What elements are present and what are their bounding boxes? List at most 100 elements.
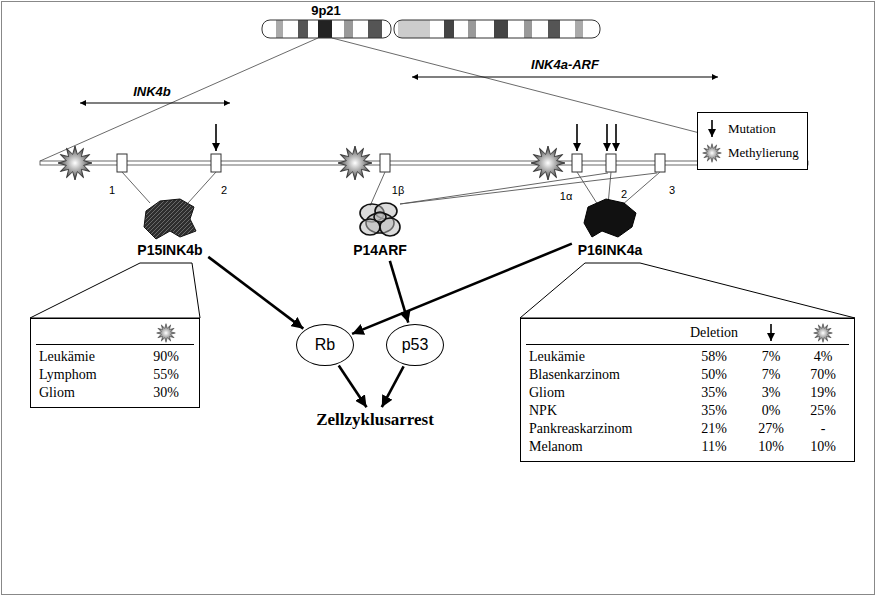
table-value: 25% [797, 402, 849, 420]
mutation-icon [711, 120, 713, 137]
protein-shape [350, 197, 410, 241]
table-value: 19% [797, 384, 849, 402]
splice-line [577, 172, 598, 205]
table-row-label: Lymphom [36, 366, 138, 384]
splice-line [622, 172, 660, 205]
pathway-arrow [208, 257, 303, 329]
table-value: 21% [683, 420, 745, 438]
mutation-arrow [215, 124, 217, 151]
exon [211, 154, 221, 172]
protein-shape [374, 212, 386, 222]
methylation-icon [703, 144, 722, 163]
chromosome [368, 20, 382, 38]
protein-node: P16INK4a [574, 197, 647, 259]
table-value: 4% [797, 348, 849, 366]
exon-number: 1β [392, 184, 404, 196]
protein-shape [140, 197, 200, 241]
splice-line [400, 173, 608, 204]
legend-row: Mutation [702, 117, 799, 141]
table-header: Deletion [683, 322, 745, 345]
table-value: 10% [797, 438, 849, 456]
table-row-label: NPK [526, 402, 683, 420]
zoom-lines [40, 38, 808, 161]
protein-shape [360, 203, 400, 236]
gene-span-arrow [412, 76, 718, 77]
protein-label: p53 [402, 336, 429, 354]
chromosome [575, 20, 583, 38]
table-value: 27% [745, 420, 797, 438]
table-row-label: Blasenkarzinom [526, 366, 683, 384]
mutation-icon [702, 119, 722, 139]
pathway-arrow [339, 366, 367, 408]
zoom-lines [40, 38, 318, 161]
exon [655, 154, 665, 172]
mutation-arrow [606, 124, 608, 151]
chromosome [494, 20, 508, 38]
table-value: 10% [745, 438, 797, 456]
table-value: - [797, 420, 849, 438]
exon [572, 154, 582, 172]
chromosome [262, 20, 602, 38]
chromosome [262, 20, 602, 38]
splice-line [122, 172, 150, 203]
methylation-star [58, 146, 565, 180]
table-callout [30, 263, 200, 318]
chromosome [344, 20, 353, 38]
table-row-label: Leukämie [526, 348, 683, 366]
protein-circle: Rb [296, 324, 354, 366]
methylation-icon [157, 324, 176, 343]
mutation-arrow [216, 124, 616, 151]
gene-span-arrow [80, 102, 230, 103]
methylation-icon [702, 143, 722, 163]
exon [117, 154, 665, 172]
protein-shape [584, 199, 636, 237]
table-header [745, 322, 797, 345]
splice-line [122, 172, 660, 206]
table-value: 70% [797, 366, 849, 384]
table-callout [30, 263, 855, 318]
protein-name: P15INK4b [137, 241, 202, 259]
chromosome [468, 20, 476, 38]
table-header [797, 322, 849, 345]
protein-name: P14ARF [353, 241, 407, 259]
table-value: 90% [138, 348, 194, 366]
table-value: 35% [683, 384, 745, 402]
table-value: 55% [138, 366, 194, 384]
outcome-label: Zellzyklusarrest [312, 409, 438, 431]
mutation-arrow [615, 124, 617, 151]
table-value: 30% [138, 384, 194, 402]
chromosome [394, 20, 600, 38]
exon-number: 3 [669, 184, 675, 196]
methylation-icon [814, 324, 833, 343]
exon-number: 1α [560, 190, 572, 202]
table-value: 0% [745, 402, 797, 420]
table-header [36, 322, 138, 345]
methylation-star [531, 146, 565, 180]
chromosome [524, 20, 532, 38]
table-row-label: Melanom [526, 438, 683, 456]
methylation-icon [813, 323, 833, 343]
pathway-arrow [382, 366, 404, 407]
methylation-star [338, 146, 372, 180]
table-value: 35% [683, 402, 745, 420]
exon-number: 1 [109, 184, 115, 196]
table-header [138, 322, 194, 345]
protein-name: P16INK4a [578, 241, 643, 259]
gene-span-arrow [80, 77, 718, 103]
protein-node: P14ARF [346, 197, 414, 259]
splice-line [370, 172, 385, 206]
table-row-label: Leukämie [36, 348, 138, 366]
protein-label: Rb [315, 336, 335, 354]
frequency-table: DeletionLeukämie58%7%4%Blasenkarzinom50%… [520, 318, 855, 462]
outcome-text: Zellzyklusarrest [312, 409, 438, 431]
gene-label: INK4b [133, 84, 171, 99]
chromosome [262, 20, 391, 38]
exon-number: 2 [221, 184, 227, 196]
exon [117, 154, 127, 172]
gene-label: INK4a-ARF [531, 57, 599, 72]
chromosome [318, 20, 332, 38]
gene-locus [40, 161, 808, 165]
chromosome [444, 20, 454, 38]
